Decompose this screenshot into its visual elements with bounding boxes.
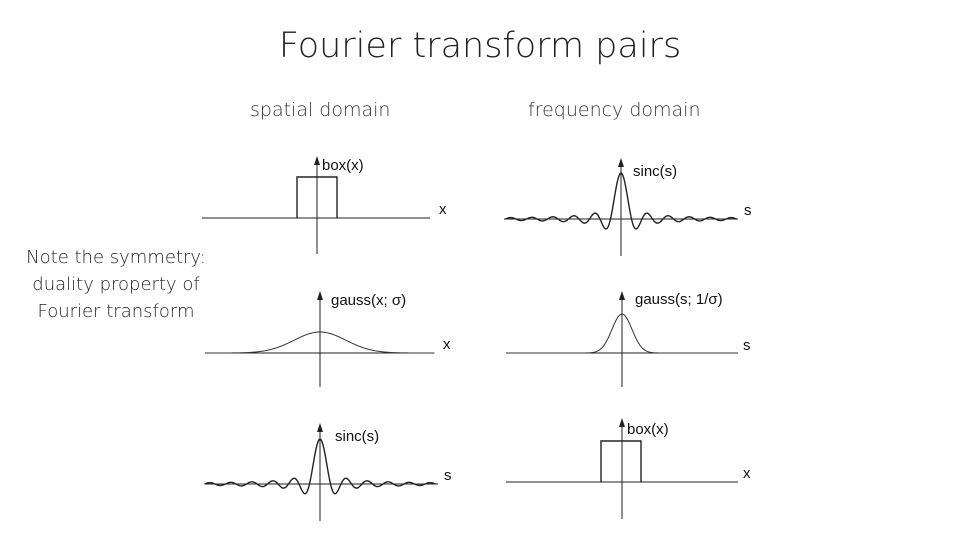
slide-title: Fourier transform pairs <box>278 26 682 66</box>
note-line-3: Fourier transform <box>37 301 195 322</box>
y-axis-arrow <box>314 156 320 165</box>
axis-letter: x <box>743 465 751 482</box>
box-function-curve <box>296 176 338 218</box>
note-line-2: duality property of <box>32 274 200 295</box>
plot-label: box(x) <box>627 421 669 438</box>
note-line-1: Note the symmetry: <box>26 247 206 268</box>
y-axis-arrow <box>619 418 625 427</box>
sinc-function-curve <box>505 172 737 230</box>
spatial-domain-header: spatial domain <box>250 99 391 121</box>
y-axis-arrow <box>618 158 624 167</box>
y-axis-arrow <box>317 291 323 300</box>
symmetry-note: Note the symmetry: duality property of F… <box>6 244 226 325</box>
plot-freq-box: box(x) x <box>506 418 751 519</box>
frequency-domain-header: frequency domain <box>528 99 701 121</box>
axis-letter: s <box>743 337 751 354</box>
plot-spatial-gauss: gauss(x; σ) x <box>205 291 451 387</box>
y-axis-arrow <box>317 423 323 432</box>
gauss-function-curve <box>205 331 435 354</box>
plot-label: sinc(s) <box>633 163 677 180</box>
y-axis-arrow <box>619 291 625 300</box>
sinc-function-curve <box>204 438 436 495</box>
box-function-curve <box>600 440 642 482</box>
plot-spatial-box: box(x) x <box>202 156 447 254</box>
gauss-function-curve <box>506 313 738 354</box>
axis-letter: x <box>443 336 451 353</box>
plot-label: sinc(s) <box>335 428 379 445</box>
axis-letter: s <box>744 202 752 219</box>
plot-label: gauss(s; 1/σ) <box>635 291 723 308</box>
plot-label: gauss(x; σ) <box>331 292 406 309</box>
plot-freq-sinc: sinc(s) s <box>504 158 752 256</box>
plot-freq-gauss: gauss(s; 1/σ) s <box>506 291 751 387</box>
axis-letter: x <box>439 201 447 218</box>
plot-spatial-sinc: sinc(s) s <box>204 423 452 521</box>
plot-label: box(x) <box>322 157 364 174</box>
axis-letter: s <box>444 467 452 484</box>
